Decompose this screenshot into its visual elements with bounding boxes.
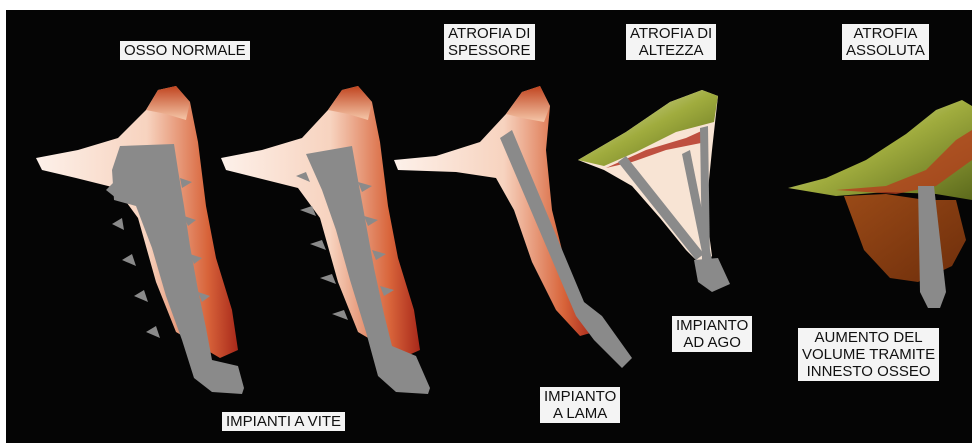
label-blade-implant: IMPIANTO A LAMA	[540, 387, 620, 423]
bone-graft	[844, 194, 966, 282]
label-absolute-atrophy: ATROFIA ASSOLUTA	[842, 24, 929, 60]
label-thickness-atrophy: ATROFIA DI SPESSORE	[444, 24, 535, 60]
bone-height-atrophy	[578, 90, 718, 268]
label-needle-implant: IMPIANTO AD AGO	[672, 316, 752, 352]
label-screw-implants: IMPIANTI A VITE	[222, 412, 345, 431]
label-normal-bone: OSSO NORMALE	[120, 41, 250, 60]
bone-absolute-atrophy	[788, 100, 972, 200]
diagram-panel: OSSO NORMALE ATROFIA DI SPESSORE ATROFIA…	[6, 10, 972, 443]
bone-normal-1	[36, 86, 238, 358]
bone-normal-2	[221, 86, 420, 358]
label-height-atrophy: ATROFIA DI ALTEZZA	[626, 24, 716, 60]
bone-thickness-atrophy	[394, 86, 594, 336]
label-bone-graft: AUMENTO DEL VOLUME TRAMITE INNESTO OSSEO	[798, 328, 939, 381]
